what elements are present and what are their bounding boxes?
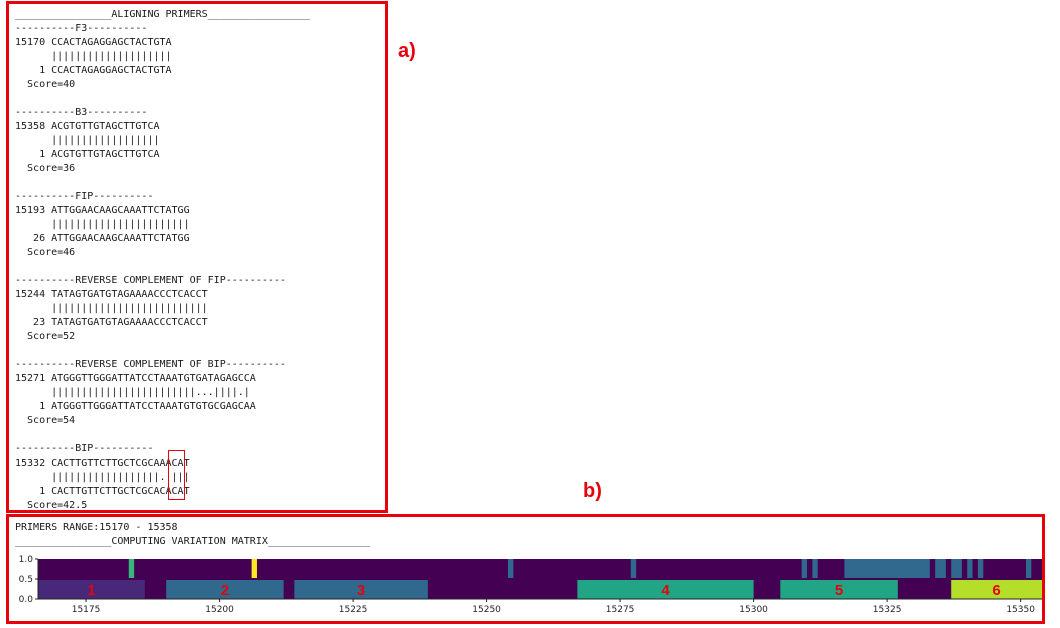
alignment-line: Score=42.5 [15, 499, 88, 511]
variation-mark [935, 559, 946, 578]
x-tick-label: 15200 [205, 605, 234, 615]
variation-mark [251, 559, 257, 578]
range-line: ________________COMPUTING VARIATION MATR… [15, 536, 371, 548]
alignment-line: 23 TATAGTGATGTAGAAAACCCTCACCT [15, 317, 208, 329]
x-tick-label: 15175 [72, 605, 101, 615]
primer-region [166, 580, 284, 599]
y-tick-label: 0.0 [19, 595, 34, 605]
alignment-line: Score=40 [15, 79, 76, 91]
alignment-line: |||||||||||||||||| [15, 135, 160, 147]
region-label: 3 [357, 582, 365, 599]
primer-region [38, 580, 145, 599]
alignment-line [15, 344, 310, 358]
alignment-line: ----------REVERSE COMPLEMENT OF FIP-----… [15, 275, 286, 287]
alignment-line: ----------F3---------- [15, 23, 148, 35]
variation-mark [801, 559, 808, 578]
alignment-line: Score=46 [15, 247, 76, 259]
alignment-line: ----------REVERSE COMPLEMENT OF BIP-----… [15, 359, 286, 371]
alignment-line: 15193 ATTGGAACAAGCAAATTCTATGG [15, 205, 190, 217]
alignment-line: 15271 ATGGGTTGGGATTATCCTAAATGTGATAGAGCCA [15, 373, 256, 385]
alignment-line: ----------FIP---------- [15, 191, 154, 203]
alignment-line: 1 ATGGGTTGGGATTATCCTAAATGTGTGCGAGCAA [15, 401, 256, 413]
range-text: PRIMERS RANGE:15170 - 15358 _____________… [15, 521, 370, 549]
x-tick-label: 15275 [606, 605, 635, 615]
y-tick-label: 1.0 [19, 555, 34, 565]
variation-mark [1025, 559, 1032, 578]
alignment-line [15, 92, 310, 106]
alignment-line: ||||||||||||||||||||||||...||||.| [15, 387, 250, 399]
alignment-line: 26 ATTGGAACAAGCAAATTCTATGG [15, 233, 190, 245]
alignment-line: ________________ALIGNING PRIMERS________… [15, 9, 311, 20]
alignment-line [15, 176, 310, 190]
primer-region [951, 580, 1042, 599]
alignment-line: |||||||||||||||||||||||||| [15, 303, 208, 315]
region-label: 5 [835, 582, 843, 599]
x-tick-label: 15250 [472, 605, 501, 615]
alignment-line: |||||||||||||||||||| [15, 51, 172, 63]
x-tick-label: 15325 [873, 605, 902, 615]
alignment-line: ||||||||||||||||||.|||| [15, 471, 190, 483]
alignment-text: ________________ALIGNING PRIMERS________… [15, 8, 310, 513]
variation-mark [967, 559, 973, 578]
x-tick-label: 15225 [339, 605, 368, 615]
alignment-line: 1 CACTTGTTCTTGCTCGCACACAT [15, 485, 190, 497]
region-label: 1 [87, 582, 95, 599]
primer-region [780, 580, 898, 599]
alignment-line: ----------B3---------- [15, 107, 148, 119]
x-tick-label: 15350 [1006, 605, 1035, 615]
primer-region [577, 580, 754, 599]
alignment-panel: ________________ALIGNING PRIMERS________… [6, 1, 388, 513]
panel-a-label: a) [398, 40, 416, 62]
variation-mark [951, 559, 962, 578]
alignment-line: Score=54 [15, 415, 76, 427]
region-label: 4 [661, 582, 670, 599]
alignment-line [15, 260, 310, 274]
variation-matrix-panel: PRIMERS RANGE:15170 - 15358 _____________… [6, 514, 1045, 624]
region-label: 2 [221, 582, 229, 599]
mismatch-highlight-box [168, 450, 185, 500]
alignment-line: 1 ACGTGTTGTAGCTTGTCA [15, 149, 160, 161]
alignment-line: 15244 TATAGTGATGTAGAAAACCCTCACCT [15, 289, 208, 301]
alignment-line: Score=52 [15, 331, 76, 343]
range-line: PRIMERS RANGE:15170 - 15358 [15, 522, 178, 533]
alignment-line: ||||||||||||||||||||||| [15, 219, 190, 231]
alignment-line [15, 428, 310, 442]
alignment-line: 1 CCACTAGAGGAGCTACTGTA [15, 65, 172, 77]
variation-mark [128, 559, 135, 578]
panel-b-label: b) [583, 480, 602, 502]
alignment-line: 15170 CCACTAGAGGAGCTACTGTA [15, 37, 172, 49]
variation-matrix-chart: 1 2 3 4 5 6 15175 15200 15225 15250 15275 15300 1532… [19, 555, 1042, 615]
variation-mark [812, 559, 818, 578]
y-tick-label: 0.5 [19, 575, 33, 585]
primer-region [294, 580, 428, 599]
region-label: 6 [992, 582, 1000, 599]
alignment-line: ----------BIP---------- [15, 443, 154, 455]
variation-mark [507, 559, 514, 578]
variation-mark [977, 559, 984, 578]
alignment-line: Score=36 [15, 163, 76, 175]
variation-mark [844, 559, 930, 578]
alignment-line: 15332 CACTTGTTCTTGCTCGCAAACAT [15, 457, 190, 469]
x-tick-label: 15300 [739, 605, 768, 615]
alignment-line: 15358 ACGTGTTGTAGCTTGTCA [15, 121, 160, 133]
variation-mark [630, 559, 637, 578]
